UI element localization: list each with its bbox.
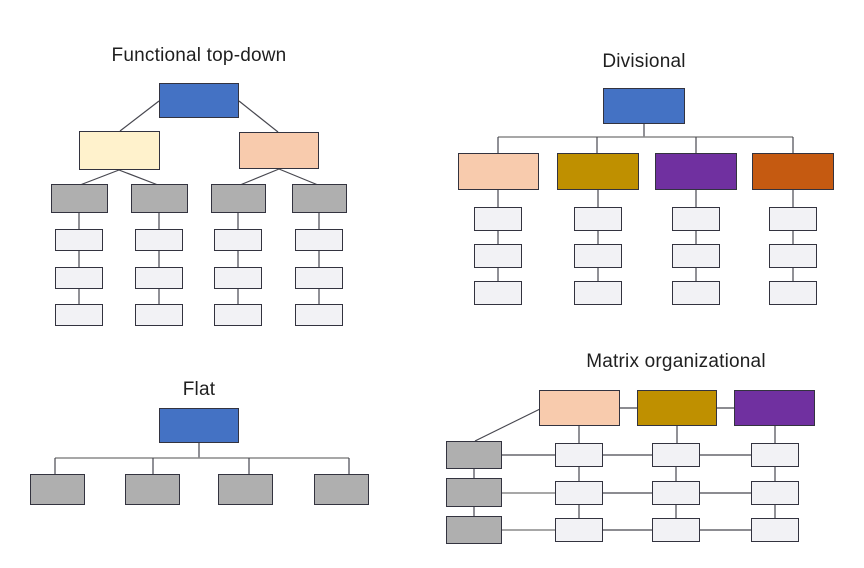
flat-connectors xyxy=(54,443,350,474)
matrix-cell-box-3-2 xyxy=(652,518,700,542)
divisional-sub-box-4-2 xyxy=(769,244,817,268)
functional-title: Functional top-down xyxy=(111,45,287,66)
flat-worker-box-2 xyxy=(125,474,180,505)
matrix-title: Matrix organizational xyxy=(586,351,766,372)
matrix-cell-box-1-1 xyxy=(555,443,603,467)
divisional-sub-box-2-3 xyxy=(574,281,622,305)
functional-team-box-3 xyxy=(211,184,266,213)
matrix-column-head-box-2 xyxy=(637,390,717,426)
functional-manager-box-1 xyxy=(79,131,160,170)
functional-sub-box-4-3 xyxy=(295,304,343,326)
functional-sub-box-3-2 xyxy=(214,267,262,289)
divisional-division-box-1 xyxy=(458,153,539,190)
matrix-cell-box-2-2 xyxy=(652,481,700,505)
divisional-sub-box-1-3 xyxy=(474,281,522,305)
flat-title: Flat xyxy=(182,379,216,400)
matrix-cell-box-2-3 xyxy=(751,481,799,505)
divisional-sub-box-3-2 xyxy=(672,244,720,268)
divisional-division-box-2 xyxy=(557,153,639,190)
matrix-cell-box-3-3 xyxy=(751,518,799,542)
flat-worker-box-1 xyxy=(30,474,85,505)
matrix-row-head-box-3 xyxy=(446,516,502,544)
functional-team-box-1 xyxy=(51,184,108,213)
functional-manager-box-2 xyxy=(239,132,319,169)
divisional-sub-box-2-1 xyxy=(574,207,622,231)
divisional-connectors xyxy=(497,124,794,281)
functional-sub-box-1-1 xyxy=(55,229,103,251)
functional-team-box-2 xyxy=(131,184,188,213)
functional-sub-box-3-1 xyxy=(214,229,262,251)
matrix-row-head-box-2 xyxy=(446,478,502,507)
functional-sub-box-2-3 xyxy=(135,304,183,326)
divisional-sub-box-3-3 xyxy=(672,281,720,305)
divisional-title: Divisional xyxy=(602,51,686,72)
flat-worker-box-4 xyxy=(314,474,369,505)
functional-connectors xyxy=(78,100,320,304)
divisional-sub-box-4-1 xyxy=(769,207,817,231)
divisional-sub-box-1-1 xyxy=(474,207,522,231)
divisional-sub-box-1-2 xyxy=(474,244,522,268)
matrix-column-head-box-1 xyxy=(539,390,620,426)
matrix-connectors xyxy=(473,407,776,531)
divisional-division-box-3 xyxy=(655,153,737,190)
divisional-division-box-4 xyxy=(752,153,834,190)
functional-root-box xyxy=(159,83,239,118)
flat-root-box xyxy=(159,408,239,443)
functional-sub-box-1-2 xyxy=(55,267,103,289)
functional-sub-box-1-3 xyxy=(55,304,103,326)
functional-sub-box-4-2 xyxy=(295,267,343,289)
matrix-cell-box-1-2 xyxy=(652,443,700,467)
matrix-row-head-box-1 xyxy=(446,441,502,469)
matrix-cell-box-2-1 xyxy=(555,481,603,505)
functional-sub-box-2-2 xyxy=(135,267,183,289)
functional-sub-box-2-1 xyxy=(135,229,183,251)
matrix-cell-box-1-3 xyxy=(751,443,799,467)
divisional-sub-box-3-1 xyxy=(672,207,720,231)
functional-sub-box-4-1 xyxy=(295,229,343,251)
functional-team-box-4 xyxy=(292,184,347,213)
functional-sub-box-3-3 xyxy=(214,304,262,326)
divisional-sub-box-2-2 xyxy=(574,244,622,268)
divisional-sub-box-4-3 xyxy=(769,281,817,305)
flat-worker-box-3 xyxy=(218,474,273,505)
divisional-root-box xyxy=(603,88,685,124)
matrix-cell-box-3-1 xyxy=(555,518,603,542)
matrix-column-head-box-3 xyxy=(734,390,815,426)
